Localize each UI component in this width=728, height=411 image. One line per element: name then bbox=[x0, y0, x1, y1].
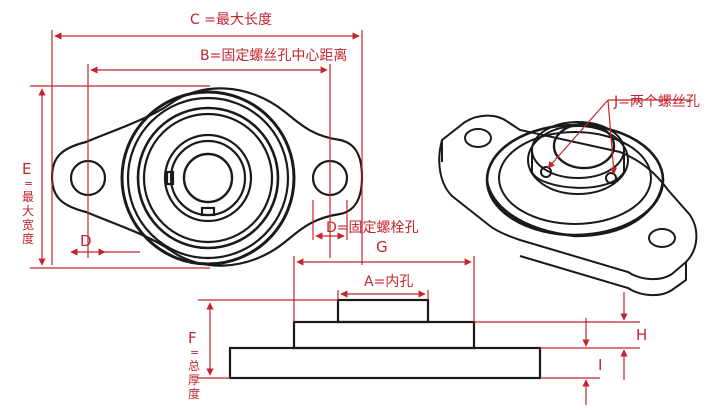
side-base bbox=[228, 346, 542, 380]
isometric-view-drawing bbox=[438, 114, 698, 296]
iso-base-hole-left bbox=[464, 128, 492, 148]
label-a: A=内孔 bbox=[364, 274, 413, 290]
label-i: I bbox=[598, 356, 602, 374]
iso-insert-outer bbox=[527, 125, 629, 195]
insert-outer-ring bbox=[163, 133, 253, 223]
top-view-drawing bbox=[50, 87, 364, 267]
set-screw-bottom bbox=[200, 206, 216, 217]
dimension-labels: C =最大长度 B=固定螺丝孔中心距离 E = 最 大 宽 度 D D=固定螺栓… bbox=[22, 12, 700, 401]
bore bbox=[182, 152, 234, 204]
side-insert bbox=[336, 298, 430, 324]
label-g: G bbox=[376, 238, 388, 256]
label-f-char-2: 厚 bbox=[188, 373, 200, 387]
label-j: J=两个螺丝孔 bbox=[613, 94, 700, 110]
iso-insert-collar bbox=[531, 150, 625, 189]
housing-ring-4 bbox=[142, 112, 274, 244]
iso-base-hole-right bbox=[648, 228, 676, 248]
label-e-char-0: = bbox=[24, 177, 33, 190]
label-f-letter: F bbox=[188, 329, 197, 347]
housing-ring-3 bbox=[136, 106, 280, 250]
label-b: B=固定螺丝孔中心距离 bbox=[200, 47, 347, 64]
label-h: H bbox=[636, 326, 647, 344]
label-e-char-4: 度 bbox=[22, 231, 34, 246]
label-f-char-1: 总 bbox=[188, 359, 200, 373]
flange-outline bbox=[50, 87, 364, 267]
side-housing bbox=[292, 320, 476, 350]
label-c: C =最大长度 bbox=[190, 12, 272, 28]
label-e-letter: E bbox=[22, 160, 31, 178]
label-f-char-0: = bbox=[190, 346, 199, 359]
iso-housing-side bbox=[485, 179, 665, 238]
label-f-char-3: 度 bbox=[188, 386, 200, 401]
label-e-char-2: 大 bbox=[22, 204, 34, 218]
leader-j-2 bbox=[607, 99, 618, 175]
iso-bore bbox=[552, 122, 616, 170]
iso-base-thickness bbox=[441, 140, 687, 296]
housing-outer-ring bbox=[120, 90, 296, 266]
housing-ring-2 bbox=[126, 96, 290, 260]
side-view-drawing bbox=[228, 298, 542, 380]
leader-j-1 bbox=[547, 99, 609, 169]
label-d-left: D bbox=[80, 232, 92, 250]
iso-housing-ring bbox=[498, 131, 652, 225]
insert-inner-ring bbox=[169, 139, 247, 217]
iso-base-plate bbox=[438, 114, 698, 280]
iso-screw-hole-1 bbox=[540, 166, 552, 178]
dimension-lines bbox=[30, 30, 690, 405]
label-d-right: D=固定螺栓孔 bbox=[326, 220, 419, 236]
label-e-char-1: 最 bbox=[22, 190, 34, 204]
set-screw-left bbox=[165, 170, 175, 186]
label-e-char-3: 宽 bbox=[22, 217, 34, 232]
